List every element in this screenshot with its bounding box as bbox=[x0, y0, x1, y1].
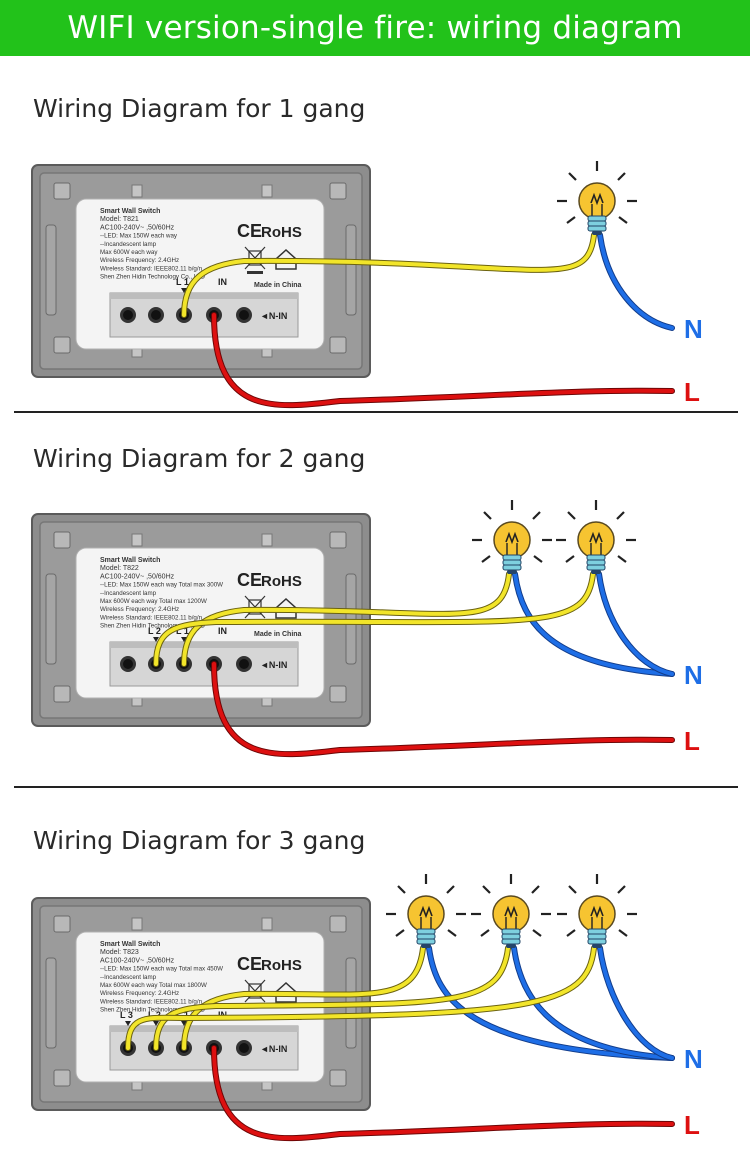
section-divider bbox=[14, 411, 738, 413]
light-bulb-icon bbox=[471, 874, 551, 948]
label-product: Smart Wall Switch bbox=[100, 208, 160, 215]
in-label: IN bbox=[218, 277, 227, 287]
switch-plate bbox=[31, 164, 371, 378]
ce-mark: CE bbox=[237, 954, 262, 974]
label-std: Wireless Standard: IEEE802.11 b/g/n bbox=[100, 614, 203, 621]
terminal-screw bbox=[120, 656, 136, 672]
live-label: L bbox=[684, 1110, 700, 1140]
neutral-wire bbox=[597, 232, 675, 331]
channel-label: L 3 bbox=[120, 1010, 133, 1020]
label-max: Max 600W each way Total max 1800W bbox=[100, 982, 207, 989]
live-wire bbox=[211, 1045, 675, 1142]
n-in-label: ◄N-IN bbox=[260, 311, 287, 321]
live-label: L bbox=[684, 377, 700, 407]
channel-label: L 2 bbox=[148, 626, 161, 636]
switched-wire bbox=[181, 571, 512, 667]
page-banner: WIFI version-single fire: wiring diagram bbox=[0, 0, 750, 56]
live-wire bbox=[211, 312, 675, 409]
label-maker: Shen Zhen Hidin Technology Co., LTD bbox=[100, 1007, 206, 1014]
channel-label: L 1 bbox=[176, 277, 189, 287]
switched-wire bbox=[181, 232, 597, 318]
light-bulb-icon bbox=[557, 161, 637, 235]
live-label: L bbox=[684, 726, 700, 756]
terminal-screw bbox=[236, 307, 252, 323]
label-max: Max 600W each way Total max 1200W bbox=[100, 598, 207, 605]
switched-wire bbox=[153, 571, 596, 667]
label-freq: Wireless Frequency: 2.4GHz bbox=[100, 990, 179, 997]
terminal-screw bbox=[148, 307, 164, 323]
ce-mark: CE bbox=[237, 570, 262, 590]
neutral-wire bbox=[596, 571, 675, 677]
neutral-wire bbox=[511, 945, 675, 1061]
label-led: --LED: Max 150W each way Total max 300W bbox=[100, 582, 223, 589]
label-incandescent: --Incandescent lamp bbox=[100, 590, 157, 597]
section-title: Wiring Diagram for 2 gang bbox=[33, 444, 366, 473]
label-ac: AC100-240V~ ,50/60Hz bbox=[100, 957, 175, 964]
neutral-label: N bbox=[684, 1044, 703, 1074]
section-title: Wiring Diagram for 3 gang bbox=[33, 826, 366, 855]
rohs-mark: RoHS bbox=[261, 957, 302, 974]
label-led: --LED: Max 150W each way bbox=[100, 233, 178, 240]
label-freq: Wireless Frequency: 2.4GHz bbox=[100, 606, 179, 613]
in-label: IN bbox=[218, 626, 227, 636]
light-bulb-icon bbox=[472, 500, 552, 574]
n-in-label: ◄N-IN bbox=[260, 660, 287, 670]
switched-wire bbox=[125, 945, 597, 1051]
neutral-wire bbox=[597, 945, 675, 1061]
section-title: Wiring Diagram for 1 gang bbox=[33, 94, 366, 123]
neutral-label: N bbox=[684, 314, 703, 344]
light-bulb-icon bbox=[557, 874, 637, 948]
label-model: Model: T821 bbox=[100, 216, 139, 223]
neutral-wire bbox=[426, 945, 675, 1061]
label-maker: Shen Zhen Hidin Technology Co., LTD bbox=[100, 623, 206, 630]
light-bulb-icon bbox=[386, 874, 466, 948]
label-product: Smart Wall Switch bbox=[100, 557, 160, 564]
label-max: Max 600W each way bbox=[100, 249, 158, 256]
label-led: --LED: Max 150W each way Total max 450W bbox=[100, 966, 223, 973]
label-model: Model: T823 bbox=[100, 949, 139, 956]
rohs-mark: RoHS bbox=[261, 573, 302, 590]
channel-label: L 1 bbox=[176, 626, 189, 636]
made-in-china: Made in China bbox=[254, 282, 302, 289]
label-incandescent: --Incandescent lamp bbox=[100, 241, 157, 248]
neutral-label: N bbox=[684, 660, 703, 690]
label-freq: Wireless Frequency: 2.4GHz bbox=[100, 257, 179, 264]
label-ac: AC100-240V~ ,50/60Hz bbox=[100, 224, 175, 231]
label-incandescent: --Incandescent lamp bbox=[100, 974, 157, 981]
label-product: Smart Wall Switch bbox=[100, 941, 160, 948]
page-title: WIFI version-single fire: wiring diagram bbox=[67, 10, 683, 46]
light-bulb-icon bbox=[556, 500, 636, 574]
label-std: Wireless Standard: IEEE802.11 b/g/n bbox=[100, 998, 203, 1005]
terminal-screw bbox=[120, 307, 136, 323]
terminal-screw bbox=[236, 656, 252, 672]
label-maker: Shen Zhen Hidin Technology Co., LTD bbox=[100, 274, 206, 281]
terminal-screw bbox=[236, 1040, 252, 1056]
n-in-label: ◄N-IN bbox=[260, 1044, 287, 1054]
rohs-mark: RoHS bbox=[261, 224, 302, 241]
made-in-china: Made in China bbox=[254, 631, 302, 638]
ce-mark: CE bbox=[237, 221, 262, 241]
label-ac: AC100-240V~ ,50/60Hz bbox=[100, 573, 175, 580]
channel-label: L 2 bbox=[148, 1010, 161, 1020]
label-std: Wireless Standard: IEEE802.11 b/g/n bbox=[100, 265, 203, 272]
neutral-wire bbox=[512, 571, 675, 677]
live-wire bbox=[211, 661, 675, 758]
section-divider bbox=[14, 786, 738, 788]
label-model: Model: T822 bbox=[100, 565, 139, 572]
